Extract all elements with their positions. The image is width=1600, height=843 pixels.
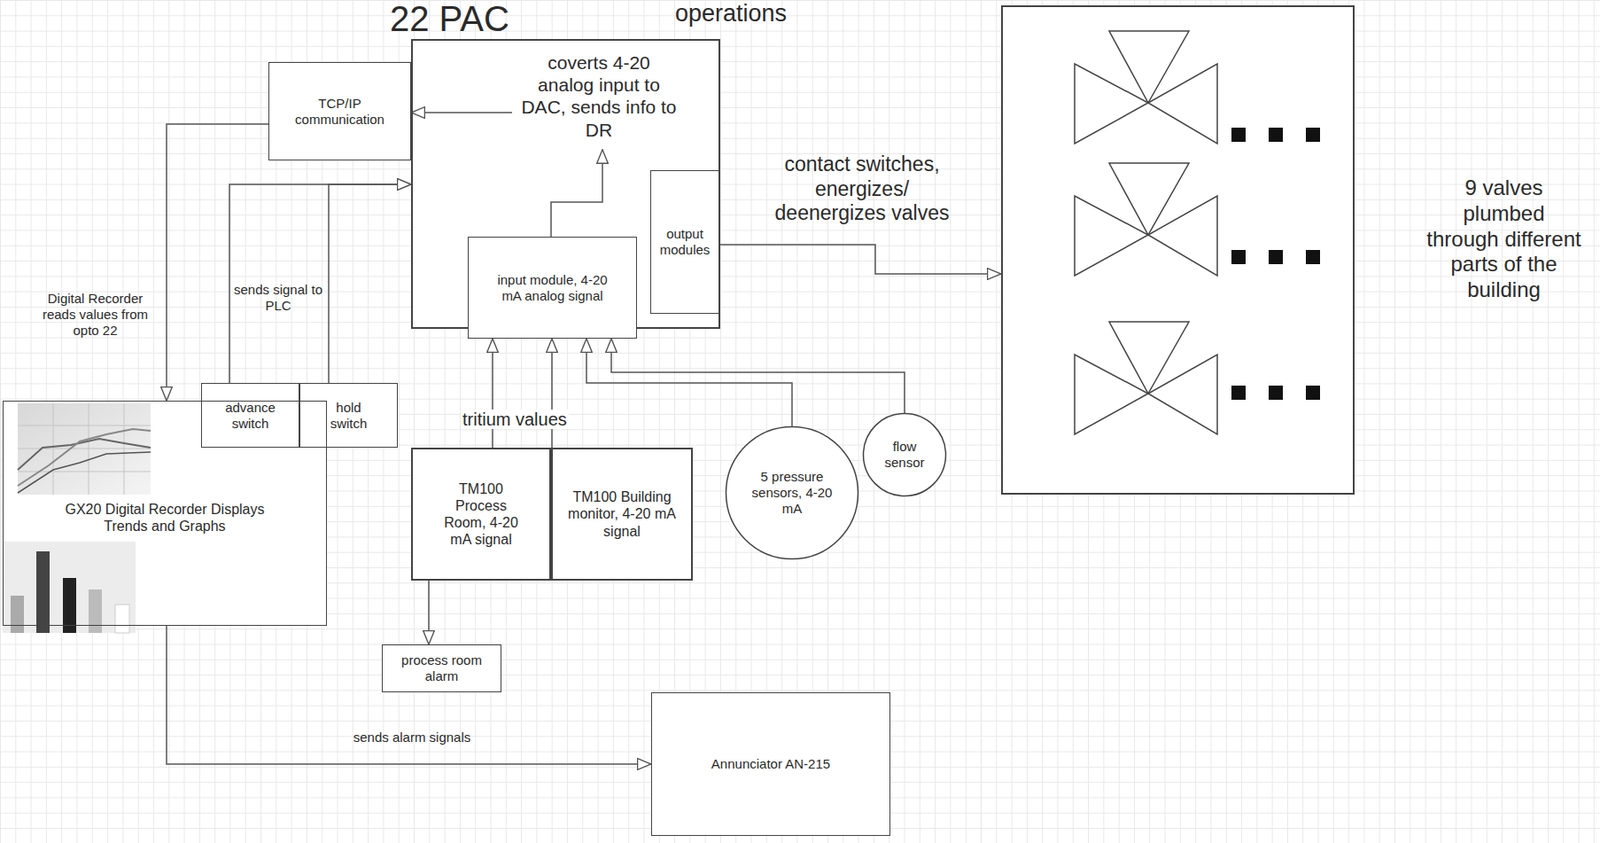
label-anchor: 22 PAC: [389, 0, 510, 38]
text-label: operations: [675, 0, 787, 27]
node-text: 5 pressure sensors, 4-20 mA: [743, 468, 841, 517]
edge-label-anchor: contact switches, energizes/ deenergizes…: [760, 152, 964, 226]
node-text: TM100 Process Room, 4-20 mA signal: [441, 480, 521, 549]
box-fill: [411, 38, 721, 329]
connector: [411, 111, 513, 114]
connector: [166, 124, 269, 401]
output-module: output modules: [650, 170, 720, 314]
label-anchor: tritium values: [460, 409, 569, 429]
connector: [551, 149, 603, 237]
connector: [611, 338, 905, 413]
sensor-circle: flow sensor: [862, 411, 948, 498]
edge-label: sends signal to PLC: [232, 281, 325, 314]
node-text: flow sensor: [877, 438, 932, 471]
sensor-circle: 5 pressure sensors, 4-20 mA: [724, 425, 860, 560]
connector: [166, 625, 652, 764]
node-text: TM100 Building monitor, 4-20 mA signal: [564, 488, 680, 540]
node-text: output modules: [655, 225, 715, 258]
node-text: GX20 Digital Recorder Displays Trends an…: [49, 500, 280, 535]
bar-chart-icon: [2, 541, 136, 633]
edge-label: sends alarm signals: [336, 729, 488, 746]
annunciator-box: Annunciator AN-215: [651, 691, 891, 836]
connector: [229, 184, 412, 383]
valve-panel: 9 valves plumbed through different parts…: [1001, 5, 1355, 495]
connector: [586, 338, 793, 427]
continuation-dots: [1231, 127, 1321, 400]
connector: [551, 338, 553, 448]
monitor-box: TM100 Building monitor, 4-20 mA signal: [551, 447, 693, 581]
connector: [719, 244, 1002, 274]
edge-label-anchor: sends alarm signals: [336, 729, 488, 746]
node-text: coverts 4-20 analog input to DAC, sends …: [519, 51, 679, 141]
circle-shape: [863, 413, 947, 497]
connector: [427, 580, 430, 645]
valve-symbols: [1074, 31, 1218, 435]
switch-box: hold switch: [299, 382, 398, 448]
node-text: input module, 4-20 mA analog signal: [488, 271, 617, 304]
node-text: TCP/IP communication: [287, 95, 394, 128]
node-text: process room alarm: [397, 652, 487, 684]
circle-shape: [726, 427, 859, 560]
node-text: advance switch: [219, 399, 282, 432]
edge-label-anchor: sends signal to PLC: [232, 281, 325, 314]
comm-box: TCP/IP communication: [268, 62, 412, 161]
alarm-box: process room alarm: [381, 644, 502, 692]
input-module: input module, 4-20 mA analog signal: [467, 236, 637, 339]
monitor-box: TM100 Process Room, 4-20 mA signal: [411, 447, 552, 581]
switch-box: advance switch: [201, 382, 300, 448]
edge-label-anchor: Digital Recorder reads values from opto …: [35, 290, 156, 339]
line-chart-icon: [17, 403, 151, 495]
node-text: Annunciator AN-215: [664, 755, 878, 772]
text-label: 22 PAC: [389, 0, 510, 38]
box-fill: [1001, 5, 1355, 495]
controller-box: coverts 4-20 analog input to DAC, sends …: [411, 38, 721, 329]
label-anchor: operations: [675, 0, 787, 27]
node-text: hold switch: [322, 399, 376, 432]
connector: [328, 184, 412, 383]
text-label: tritium values: [460, 409, 569, 429]
edge-label: contact switches, energizes/ deenergizes…: [760, 152, 964, 226]
connector: [491, 338, 494, 448]
recorder-box: GX20 Digital Recorder Displays Trends an…: [2, 400, 327, 626]
edge-label: Digital Recorder reads values from opto …: [35, 290, 156, 339]
node-text: 9 valves plumbed through different parts…: [1426, 175, 1582, 303]
